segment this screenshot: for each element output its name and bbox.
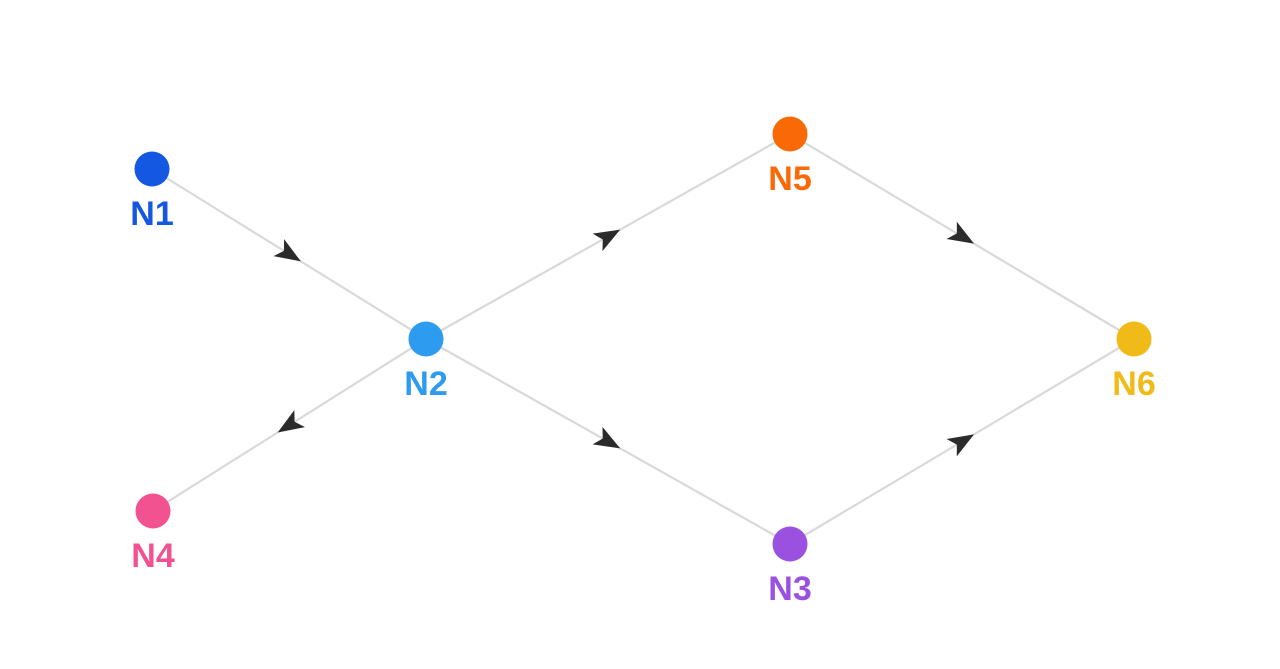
edge-n5-n6 <box>789 133 1135 340</box>
node-circle[interactable] <box>772 116 808 152</box>
node-circle[interactable] <box>1116 321 1152 357</box>
edge-n2-n4 <box>152 338 427 512</box>
node-circle[interactable] <box>135 493 171 529</box>
arrow-head-icon <box>592 426 621 449</box>
edge-n2-n5 <box>425 133 791 340</box>
edge-n2-n3 <box>425 338 791 545</box>
node-label: N2 <box>404 365 447 403</box>
node-label: N5 <box>768 160 811 198</box>
node-label: N4 <box>131 537 175 575</box>
node-circle[interactable] <box>772 526 808 562</box>
node-label: N6 <box>1112 365 1155 403</box>
node-circle[interactable] <box>134 151 170 187</box>
node-n6[interactable]: N6 <box>1112 321 1156 404</box>
node-n1[interactable]: N1 <box>130 151 174 234</box>
edges-layer <box>151 133 1135 545</box>
arrow-head-icon <box>277 410 305 433</box>
arrow-head-icon <box>592 229 621 252</box>
node-n3[interactable]: N3 <box>768 526 812 609</box>
node-label: N3 <box>768 570 811 608</box>
node-n5[interactable]: N5 <box>768 116 812 199</box>
arrow-head-icon <box>273 239 301 262</box>
node-n2[interactable]: N2 <box>404 321 448 404</box>
node-circle[interactable] <box>408 321 444 357</box>
edge-n1-n2 <box>151 168 427 340</box>
arrow-head-icon <box>946 221 975 244</box>
node-n4[interactable]: N4 <box>131 493 175 576</box>
node-label: N1 <box>130 195 173 233</box>
arrow-head-icon <box>946 434 975 457</box>
edge-n3-n6 <box>789 338 1135 545</box>
